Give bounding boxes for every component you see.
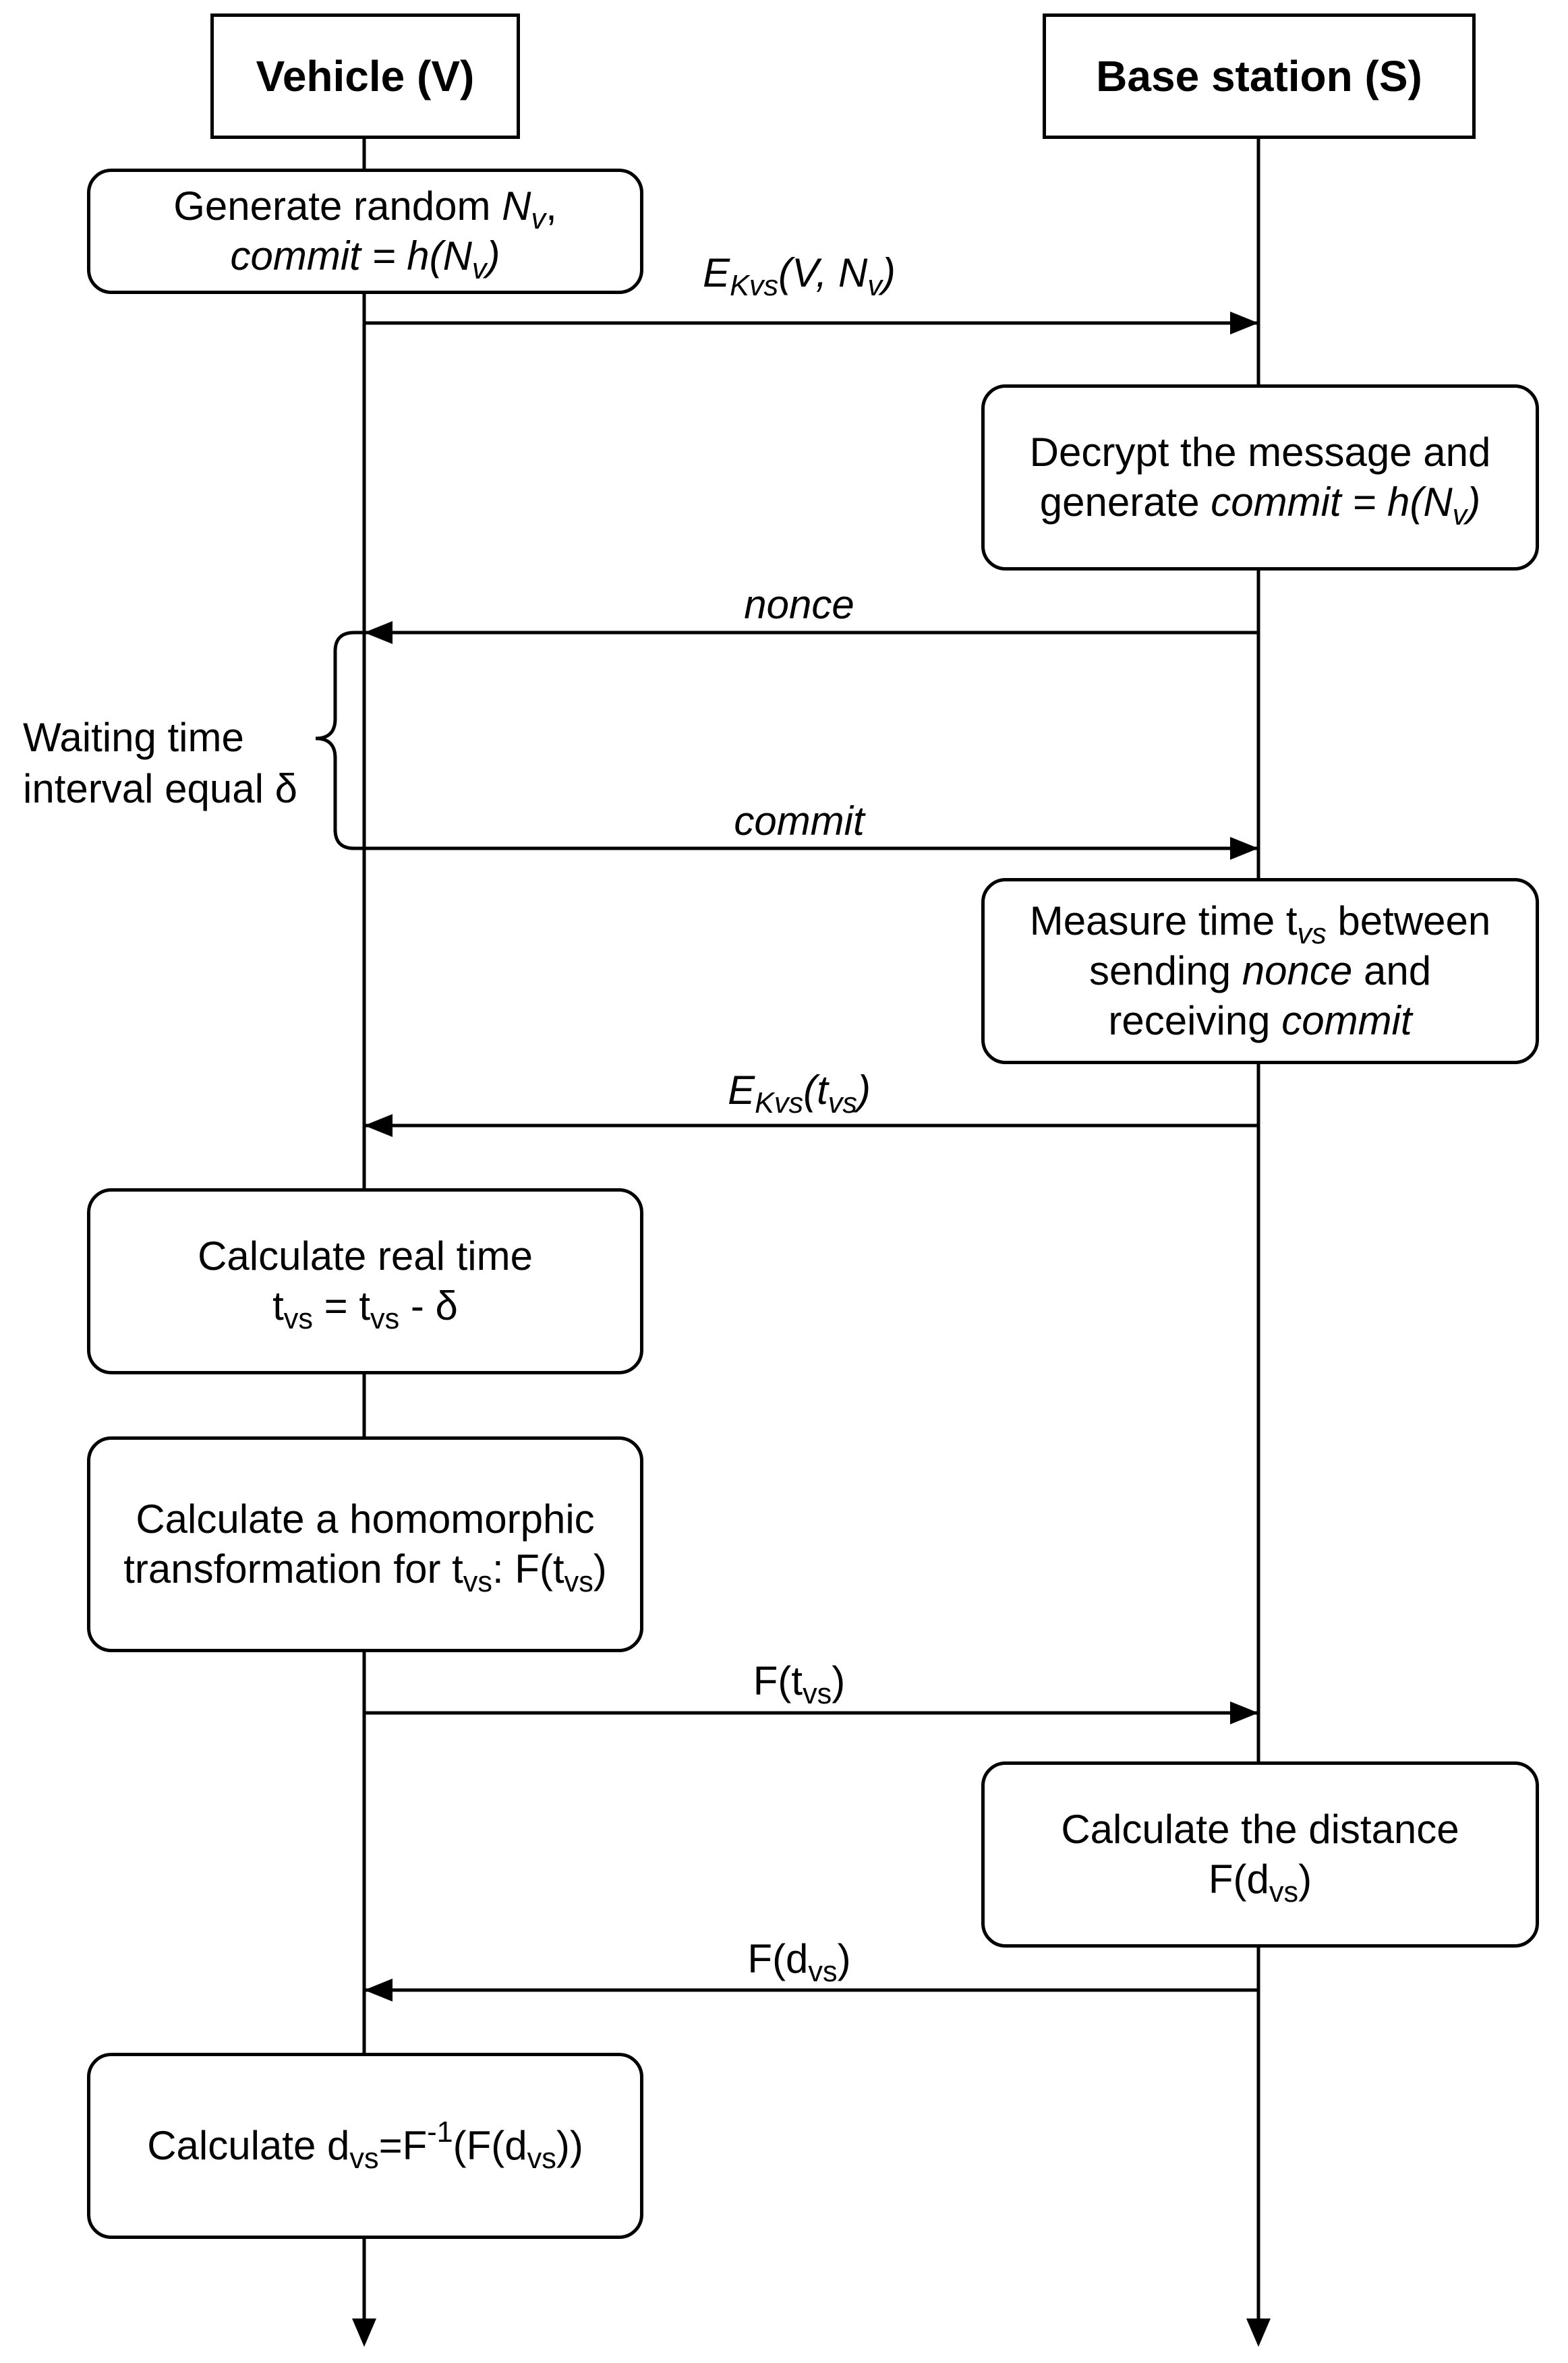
step-line: receiving commit <box>1108 998 1412 1043</box>
vehicle-lifeline-arrowhead <box>352 2318 376 2347</box>
step-homomorphic-transformation: Calculate a homomorphic transformation f… <box>87 1436 643 1652</box>
message-label-f-dvs: F(dvs) <box>747 1936 851 1988</box>
step-measure-time: Measure time tvs between sending nonce a… <box>981 878 1539 1064</box>
message-arrowhead <box>1230 312 1258 334</box>
step-line: transformation for tvs: F(tvs) <box>123 1546 607 1598</box>
annotation-line: Waiting time <box>23 715 244 760</box>
message-arrowhead <box>1230 837 1258 860</box>
step-line: generate commit = h(Nv) <box>1039 479 1481 531</box>
step-line: Generate random Nv, <box>173 183 557 235</box>
message-arrowhead <box>364 621 393 644</box>
step-line: Calculate dvs=F-1(F(dvs)) <box>147 2116 583 2175</box>
vehicle-label: Vehicle (V) <box>256 52 475 100</box>
step-line: Calculate a homomorphic <box>136 1496 595 1542</box>
waiting-time-annotation: Waiting time interval equal δ <box>23 712 297 815</box>
message-label-ekvs-tvs: EKvs(tvs) <box>728 1068 871 1119</box>
message-label-nonce: nonce <box>744 582 854 627</box>
message-arrowhead <box>364 1979 393 2002</box>
base-station-lifeline-arrowhead <box>1246 2318 1271 2347</box>
step-line: Measure time tvs between <box>1029 898 1491 950</box>
base-station-participant: Base station (S) <box>1043 13 1476 139</box>
step-calculate-distance: Calculate the distance F(dvs) <box>981 1761 1539 1948</box>
step-line: Calculate the distance <box>1061 1807 1459 1852</box>
step-generate-random: Generate random Nv, commit = h(Nv) <box>87 169 643 294</box>
step-line: commit = h(Nv) <box>230 233 500 285</box>
step-line: tvs = tvs - δ <box>272 1283 458 1335</box>
vehicle-participant: Vehicle (V) <box>210 13 520 139</box>
message-label-commit: commit <box>734 798 865 844</box>
message-label-f-tvs: F(tvs) <box>753 1658 846 1710</box>
step-line: Decrypt the message and <box>1029 430 1491 475</box>
step-calculate-real-time: Calculate real time tvs = tvs - δ <box>87 1188 643 1374</box>
step-line: F(dvs) <box>1208 1857 1312 1908</box>
message-arrowhead <box>1230 1701 1258 1724</box>
message-arrowhead <box>364 1114 393 1137</box>
waiting-interval-brace <box>315 631 364 850</box>
annotation-line: interval equal δ <box>23 766 297 811</box>
step-decrypt-message: Decrypt the message and generate commit … <box>981 384 1539 571</box>
message-label-ekvs-v-nv: EKvs(V, Nv) <box>703 250 896 302</box>
step-line: Calculate real time <box>198 1233 533 1279</box>
base-station-label: Base station (S) <box>1096 52 1422 100</box>
step-calculate-dvs: Calculate dvs=F-1(F(dvs)) <box>87 2053 643 2239</box>
step-line: sending nonce and <box>1088 948 1432 993</box>
